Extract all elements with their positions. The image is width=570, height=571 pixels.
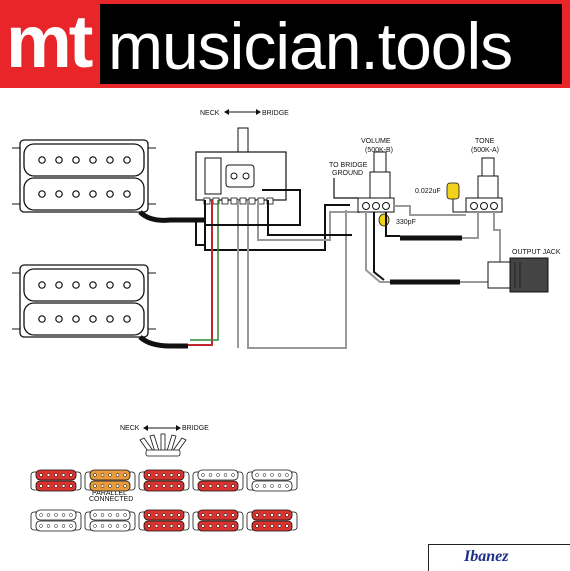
pole-piece [106, 315, 114, 323]
pole-piece [55, 190, 63, 198]
tone-value: (500K-A) [471, 147, 499, 154]
pole-piece [123, 315, 131, 323]
output-jack [487, 257, 549, 293]
switch-position-icon [30, 509, 82, 532]
switch-terminal [230, 197, 238, 205]
pole-piece [38, 281, 46, 289]
pole-piece [123, 281, 131, 289]
ground-label-line2: GROUND [332, 170, 363, 177]
footer-brand-box [428, 544, 570, 571]
switch-position-icon [30, 469, 82, 492]
pole-piece [38, 190, 46, 198]
bridge-humbucker [12, 264, 156, 338]
output-jack-label: OUTPUT JACK [512, 249, 561, 256]
switch-terminal [239, 197, 247, 205]
pole-piece [72, 281, 80, 289]
switch-neck-label: NECK [200, 110, 220, 117]
switch-wiring [188, 189, 360, 349]
pole-piece [55, 156, 63, 164]
switch-lever-fan-icon [139, 433, 187, 457]
pole-piece [89, 156, 97, 164]
pole-piece [55, 281, 63, 289]
switch-position-icon [138, 469, 190, 492]
switch-bridge-label: BRIDGE [262, 110, 289, 117]
pole-piece [106, 156, 114, 164]
parallel-note-line2: CONNECTED [89, 496, 133, 503]
switch-position-icon [246, 509, 298, 532]
volume-label: VOLUME [361, 138, 391, 145]
tone-cap-label: 0.022uF [415, 188, 441, 195]
control-wiring [365, 205, 501, 285]
pole-piece [89, 190, 97, 198]
pole-piece [106, 190, 114, 198]
tone-cap [446, 182, 466, 213]
tone-pot [465, 157, 503, 213]
switch-terminal [221, 197, 229, 205]
switch-position-icon [138, 509, 190, 532]
volume-cap-label: 330pF [396, 219, 416, 226]
pole-piece [38, 156, 46, 164]
neck-humbucker [12, 139, 156, 213]
legend-bridge-label: BRIDGE [182, 425, 209, 432]
bridge-pickup-cable [138, 335, 188, 349]
tone-label: TONE [475, 138, 495, 145]
neck-pickup-cable [138, 210, 205, 223]
site-name-box: musician.tools [100, 4, 562, 84]
volume-cap [378, 213, 390, 227]
switch-position-icon [246, 469, 298, 492]
logo-mark: mt [6, 0, 93, 83]
pole-piece [72, 315, 80, 323]
volume-pot [357, 151, 395, 213]
switch-direction-arrow-icon [224, 109, 261, 115]
switch-position-icon [84, 509, 136, 532]
pole-piece [38, 315, 46, 323]
pole-piece [55, 315, 63, 323]
legend-neck-label: NECK [120, 425, 140, 432]
pole-piece [89, 315, 97, 323]
pole-piece [72, 156, 80, 164]
switch-position-icon [84, 469, 136, 492]
pickup-selector-switch [195, 127, 287, 205]
bridge-ground-wire [333, 178, 358, 199]
site-name: musician.tools [108, 9, 513, 83]
switch-terminal [248, 197, 256, 205]
pole-piece [72, 190, 80, 198]
pole-piece [106, 281, 114, 289]
parallel-note-line1: PARALLEL [92, 490, 127, 497]
legend-arrow-icon [143, 425, 181, 431]
pole-piece [89, 281, 97, 289]
header-banner: mt musician.tools [0, 0, 570, 88]
switch-position-icon [192, 469, 244, 492]
switch-position-icon [192, 509, 244, 532]
brand-logo: Ibanez [464, 548, 509, 565]
pole-piece [123, 190, 131, 198]
pole-piece [123, 156, 131, 164]
ground-label-line1: TO BRIDGE [329, 162, 368, 169]
volume-value: (500K-B) [365, 147, 393, 154]
